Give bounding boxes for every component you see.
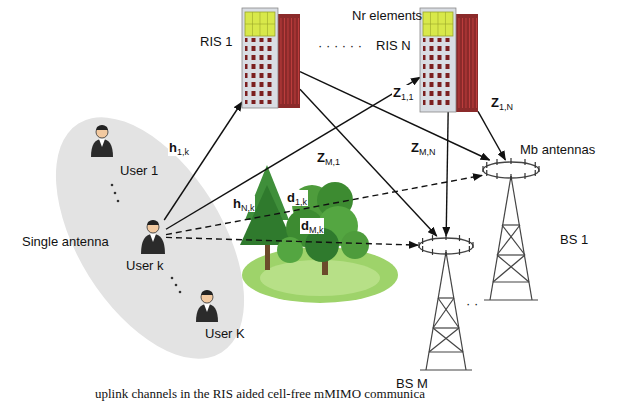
user-group-ellipse bbox=[17, 85, 282, 390]
ris-building: RIS N bbox=[420, 8, 478, 112]
user-dots bbox=[111, 184, 182, 294]
user-shape bbox=[90, 125, 114, 157]
annotation-label: Nr elements bbox=[352, 8, 422, 24]
annotation-label: · · · · · · bbox=[318, 38, 362, 54]
node-label: User k bbox=[126, 258, 164, 274]
user-icon: User 1 bbox=[90, 125, 114, 157]
channel-label: ZM,N bbox=[410, 140, 436, 156]
user-shape bbox=[195, 290, 219, 322]
bs-tower bbox=[420, 252, 472, 370]
user-icon: User K bbox=[195, 290, 219, 322]
base-station: BS 1 bbox=[482, 160, 540, 180]
channel-label: dM,k bbox=[300, 218, 324, 234]
annotation-label: Single antenna bbox=[22, 234, 109, 250]
channel-label: hN,k bbox=[232, 196, 255, 212]
ris-link-arrow bbox=[164, 102, 242, 220]
ris-link-arrow bbox=[300, 89, 437, 236]
direct-link-arrow bbox=[166, 237, 418, 245]
direct-link-arrow bbox=[166, 175, 482, 234]
user-icon: User k bbox=[140, 220, 166, 254]
ris-link-arrow bbox=[478, 111, 505, 160]
channel-label: h1,k bbox=[168, 140, 190, 156]
figure-caption: uplink channels in the RIS aided cell-fr… bbox=[95, 386, 425, 402]
ris-building: RIS 1 bbox=[242, 8, 300, 108]
annotation-label: Mb antennas bbox=[520, 142, 595, 158]
channel-label: Z1,1 bbox=[392, 85, 414, 101]
bs-tower bbox=[484, 176, 538, 300]
trees bbox=[240, 165, 369, 275]
building-shape bbox=[242, 8, 300, 108]
user-shape bbox=[140, 220, 166, 254]
node-label: User 1 bbox=[120, 163, 158, 179]
channel-label: Z1,N bbox=[490, 95, 514, 111]
annotation-label: · · bbox=[466, 296, 478, 312]
node-label: BS 1 bbox=[560, 232, 588, 248]
channel-label: ZM,1 bbox=[316, 150, 341, 166]
node-label: User K bbox=[205, 326, 245, 342]
base-station: BS M bbox=[418, 236, 474, 256]
node-label: RIS N bbox=[376, 38, 411, 54]
ring-shape bbox=[482, 160, 540, 180]
ris-link-arrow bbox=[446, 112, 448, 236]
building-shape bbox=[420, 8, 478, 112]
node-label: RIS 1 bbox=[200, 34, 233, 50]
channel-label: d1,k bbox=[286, 190, 308, 206]
ring-shape bbox=[418, 236, 474, 256]
